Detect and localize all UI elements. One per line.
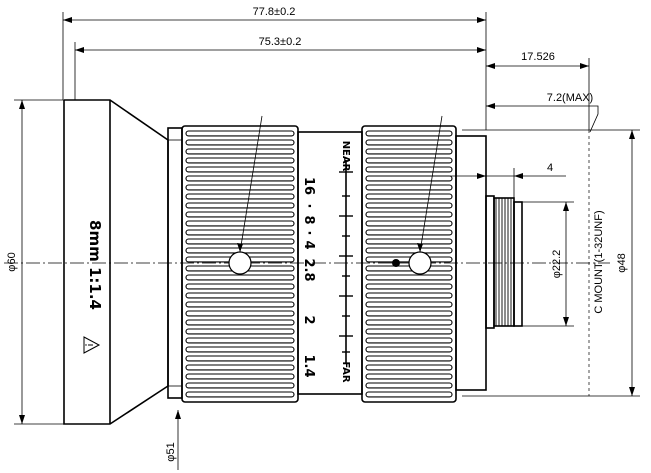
front-diameter-label: φ60 (6, 252, 18, 271)
aperture-dot: · (301, 231, 316, 236)
knurl-ridge (365, 220, 453, 227)
knurl-ridge (185, 193, 295, 200)
warning-triangle-icon (83, 336, 101, 354)
rear-diameter-label: φ22.2 (551, 250, 563, 279)
knurl-ridge (365, 184, 453, 191)
knurl-ridge (365, 283, 453, 290)
knurl-ridge (185, 148, 295, 155)
overall-length-label: 77.8±0.2 (253, 6, 296, 18)
model-label: 8mm 1:1.4 (86, 220, 104, 310)
aperture-value: 2 (301, 315, 316, 324)
knurl-ridge (185, 130, 295, 137)
aperture-dot: · (301, 204, 316, 209)
mount-type-label: C MOUNT(1-32UNF) (593, 210, 605, 313)
knurl-ridge (365, 130, 453, 137)
knurl-ridge (365, 175, 453, 182)
knurl-ridge (185, 211, 295, 218)
body-diameter-label: φ48 (616, 253, 628, 272)
knurl-ridge (365, 139, 453, 146)
knurl-ridge (185, 166, 295, 173)
knurl-ridge (365, 382, 453, 389)
back-protrusion-label: 7.2(MAX) (547, 92, 593, 104)
knurl-ridge (365, 265, 453, 272)
aperture-scale: 16 · 8 · 4 2.8 2 1.4 (301, 177, 316, 378)
aperture-value: 16 (301, 177, 316, 195)
body-length-label: 75.3±0.2 (259, 36, 302, 48)
knurl-ridge (365, 391, 453, 398)
knurl-ridge (365, 247, 453, 254)
knurl-ridge (365, 310, 453, 317)
knurl-ridge (185, 373, 295, 380)
knurl-ridge (185, 220, 295, 227)
front-inner-diameter-label: φ51 (165, 442, 177, 461)
knurl-ridge (185, 175, 295, 182)
knurl-ridge (185, 346, 295, 353)
knurl-ridge (365, 229, 453, 236)
knurl-ridge (185, 202, 295, 209)
knurl-ridge (185, 355, 295, 362)
rear-body (455, 135, 523, 391)
knurl-ridge (365, 238, 453, 245)
knurl-ridge (185, 382, 295, 389)
knurl-ridge (365, 157, 453, 164)
knurl-ridge (365, 319, 453, 326)
dimension-labels: 77.8±0.2 75.3±0.2 17.526 7.2(MAX) 4 φ60 … (6, 6, 628, 462)
dimension-lines (14, 12, 640, 470)
near-label: NEAR (340, 141, 351, 172)
knurl-ridge (185, 157, 295, 164)
knurl-ridge (185, 283, 295, 290)
knurl-ridge (365, 301, 453, 308)
knurl-ridge (185, 301, 295, 308)
knurl-ridge (365, 355, 453, 362)
knurl-ridge (365, 202, 453, 209)
knurl-ridge (185, 238, 295, 245)
knurl-ridge (185, 184, 295, 191)
knurl-ridge (365, 292, 453, 299)
knurl-ridge (185, 337, 295, 344)
knurl-ridge (185, 310, 295, 317)
knurl-ridge (365, 211, 453, 218)
focus-scale-labels: NEAR FAR (340, 141, 351, 383)
lock-screws (228, 115, 443, 275)
far-label: FAR (340, 361, 351, 382)
knurl-ridge (365, 337, 453, 344)
knurl-ridge (365, 364, 453, 371)
mount-thread-length-label: 4 (547, 162, 553, 174)
knurl-ridge (365, 193, 453, 200)
aperture-value: 2.8 (301, 258, 316, 281)
focus-scale-ticks (339, 171, 353, 353)
lens-marking: 8mm 1:1.4 (83, 220, 104, 354)
knurl-ridge (185, 328, 295, 335)
knurl-ridge (365, 148, 453, 155)
aperture-value: 4 (301, 240, 316, 249)
knurl-ridge (365, 274, 453, 281)
flange-back-label: 17.526 (521, 51, 555, 63)
aperture-value: 8 (301, 215, 316, 224)
knurl-ridge (185, 364, 295, 371)
aperture-value: 1.4 (301, 354, 316, 377)
front-hood (63, 99, 183, 425)
knurl-ridge (185, 391, 295, 398)
knurl-ridge (365, 328, 453, 335)
iris-ring (361, 125, 457, 403)
knurl-ridge (365, 373, 453, 380)
knurl-ridge (185, 292, 295, 299)
knurl-ridge (185, 139, 295, 146)
knurl-ridge (365, 166, 453, 173)
knurl-ridge (185, 319, 295, 326)
knurl-ridge (185, 274, 295, 281)
knurl-ridge (185, 229, 295, 236)
knurl-ridge (365, 346, 453, 353)
